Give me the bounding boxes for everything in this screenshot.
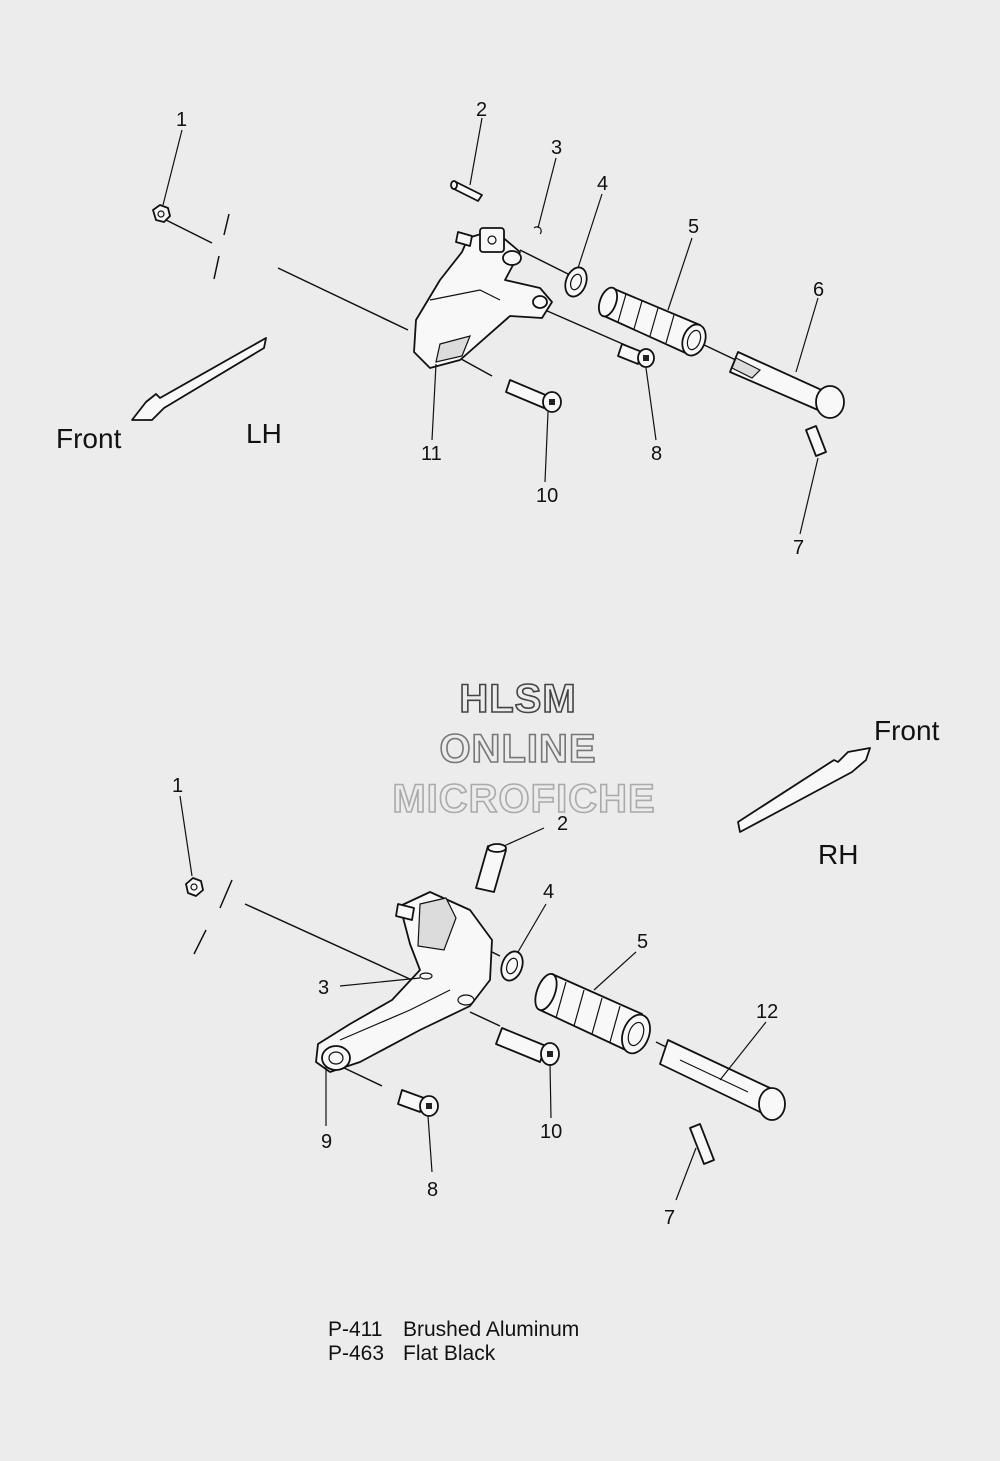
- rh-callout-1: 1: [172, 775, 183, 797]
- finish-name: Flat Black: [403, 1342, 496, 1365]
- finish-name: Brushed Aluminum: [403, 1318, 580, 1341]
- rh-assembly: [179, 747, 871, 1201]
- watermark-line-2: ONLINE: [439, 727, 596, 771]
- finish-row: P-463 Flat Black: [328, 1342, 579, 1366]
- lh-clip-part: [533, 226, 542, 235]
- rh-callout-8: 8: [427, 1179, 438, 1201]
- rh-callout-12: 12: [756, 1001, 778, 1023]
- lh-long-screw-part: [505, 379, 562, 413]
- rh-set-screw-part: [689, 1123, 715, 1165]
- lh-callout-1: 1: [176, 109, 187, 131]
- lh-footpeg-rubber-part: [597, 286, 707, 357]
- rh-footpeg-bracket-part: [315, 891, 493, 1073]
- rh-front-arrow: [737, 747, 871, 833]
- lh-front-label: Front: [56, 423, 122, 454]
- rh-clevis-pin-part: [475, 843, 507, 893]
- lh-callout-4: 4: [597, 173, 608, 195]
- lh-clevis-pin-part: [450, 180, 483, 202]
- rh-callout-3: 3: [318, 977, 329, 999]
- rh-side-label: RH: [818, 839, 858, 870]
- rh-footpeg-rubber-part: [534, 972, 651, 1055]
- lh-callout-2: 2: [476, 99, 487, 121]
- watermark-line-3: MICROFICHE: [392, 777, 655, 821]
- rh-callout-2: 2: [557, 813, 568, 835]
- rh-callout-10: 10: [540, 1121, 562, 1143]
- lh-callout-8: 8: [651, 443, 662, 465]
- rh-callout-7: 7: [664, 1207, 675, 1229]
- finish-code: P-463: [328, 1342, 385, 1365]
- finish-code: P-411: [328, 1318, 383, 1341]
- rh-footpeg-pin-part: [659, 1039, 786, 1121]
- lh-set-screw-part: [805, 425, 827, 457]
- finish-row: P-411 Brushed Aluminum: [328, 1318, 579, 1342]
- lh-footpeg-pin-part: [729, 351, 845, 419]
- lh-side-label: LH: [246, 418, 282, 449]
- rh-callout-9: 9: [321, 1131, 332, 1153]
- lh-nut-part: [152, 204, 171, 223]
- rh-washer-part: [500, 950, 524, 982]
- watermark-line-1: HLSM: [459, 677, 576, 721]
- rh-short-screw-part: [397, 1089, 439, 1117]
- rh-callout-5: 5: [637, 931, 648, 953]
- rh-callout-4: 4: [543, 881, 554, 903]
- finish-legend: P-411 Brushed Aluminum P-463 Flat Black: [328, 1318, 579, 1366]
- lh-washer-part: [564, 266, 588, 298]
- lh-callout-6: 6: [813, 279, 824, 301]
- lh-callout-3: 3: [551, 137, 562, 159]
- rh-nut-part: [185, 877, 204, 897]
- rh-long-screw-part: [495, 1027, 560, 1066]
- lh-callout-11: 11: [421, 443, 442, 465]
- lh-callout-5: 5: [688, 216, 699, 238]
- lh-footpeg-bracket-part: [413, 227, 553, 369]
- lh-callout-7: 7: [793, 537, 804, 559]
- rh-front-label: Front: [874, 715, 940, 746]
- lh-short-screw-part: [617, 343, 655, 368]
- lh-callout-10: 10: [536, 485, 558, 507]
- lh-assembly: [131, 117, 845, 535]
- lh-front-arrow: [131, 337, 267, 421]
- watermark: HLSM ONLINE MICROFICHE: [392, 676, 656, 822]
